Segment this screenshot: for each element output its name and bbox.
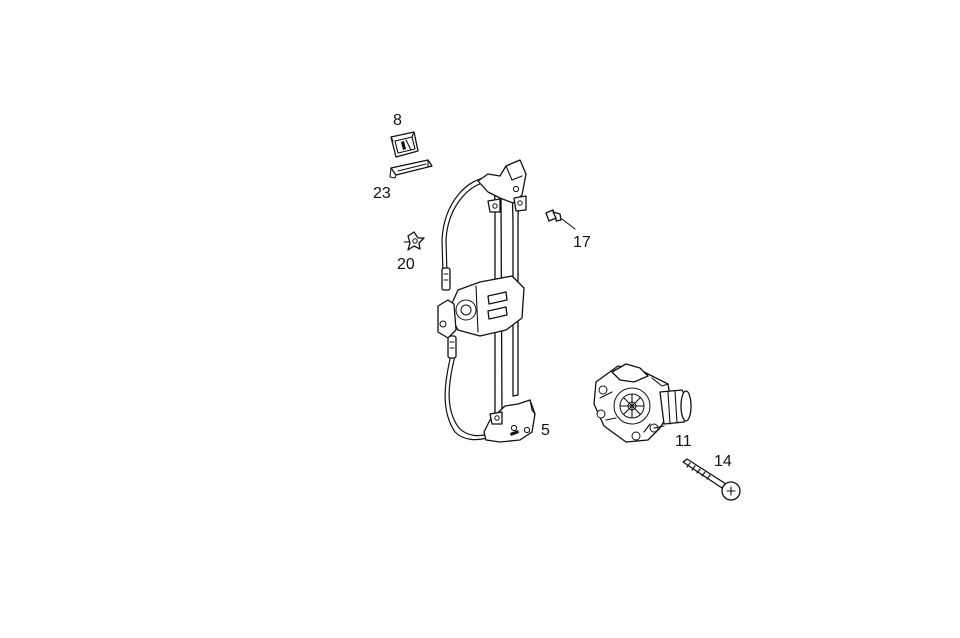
callout-23: 23 (373, 185, 391, 202)
part-14-bolt (682, 458, 741, 501)
part-23-bracket (389, 159, 433, 179)
part-11-window-motor (593, 363, 692, 443)
part-8-clip (390, 131, 419, 158)
part-20-clip (403, 231, 425, 251)
callout-11: 11 (675, 433, 692, 450)
part-17-rivet (545, 209, 576, 230)
part-5-window-regulator (437, 159, 536, 443)
callout-5: 5 (541, 422, 550, 439)
callout-20: 20 (397, 256, 415, 273)
callout-14: 14 (714, 453, 732, 470)
callout-17: 17 (573, 234, 591, 251)
callout-8: 8 (393, 112, 402, 129)
